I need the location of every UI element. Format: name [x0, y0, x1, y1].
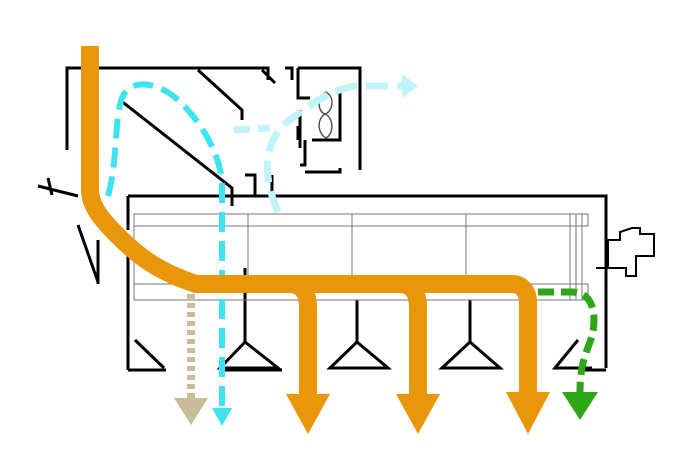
- cool-flow-path: [105, 81, 225, 408]
- upper-housing-baffle-1: [196, 68, 244, 120]
- exhaust-flow: [233, 74, 418, 214]
- inlet-chute: [76, 224, 100, 284]
- exhaust-arrowhead: [402, 74, 418, 98]
- hopper-3: [326, 300, 393, 370]
- main-arrowhead-3: [506, 392, 550, 434]
- inner-belt-upper: [133, 213, 589, 227]
- tunnel-roof: [128, 194, 608, 368]
- green-arrowhead: [562, 392, 598, 420]
- main-flow-branch-2: [397, 275, 427, 394]
- inlet-nozzle: [37, 177, 79, 198]
- upper-housing-wall: [260, 68, 277, 85]
- cool-flow: [105, 81, 232, 426]
- main-flow: [81, 46, 550, 434]
- exhaust-flow-path: [263, 82, 402, 214]
- green-flow: [538, 288, 598, 420]
- cool-arrowhead: [212, 408, 232, 426]
- main-arrowhead-2: [396, 394, 440, 434]
- green-flow-path: [538, 288, 598, 393]
- main-arrowhead-1: [286, 394, 330, 434]
- dust-flow: [174, 294, 208, 425]
- duct-wall-right: [245, 173, 257, 196]
- main-flow-trunk: [81, 46, 537, 392]
- exhaust-flow-branch: [233, 124, 271, 134]
- main-flow-branch-1: [287, 275, 317, 394]
- machine-structure: [37, 66, 655, 372]
- hopper-1: [133, 338, 166, 370]
- hopper-4: [438, 300, 505, 370]
- tunnel-inner: [133, 213, 589, 301]
- upper-housing-baffle-2: [119, 98, 234, 206]
- dust-arrowhead: [174, 398, 208, 425]
- fan-housing: [285, 66, 362, 174]
- motor-icon: [607, 227, 655, 277]
